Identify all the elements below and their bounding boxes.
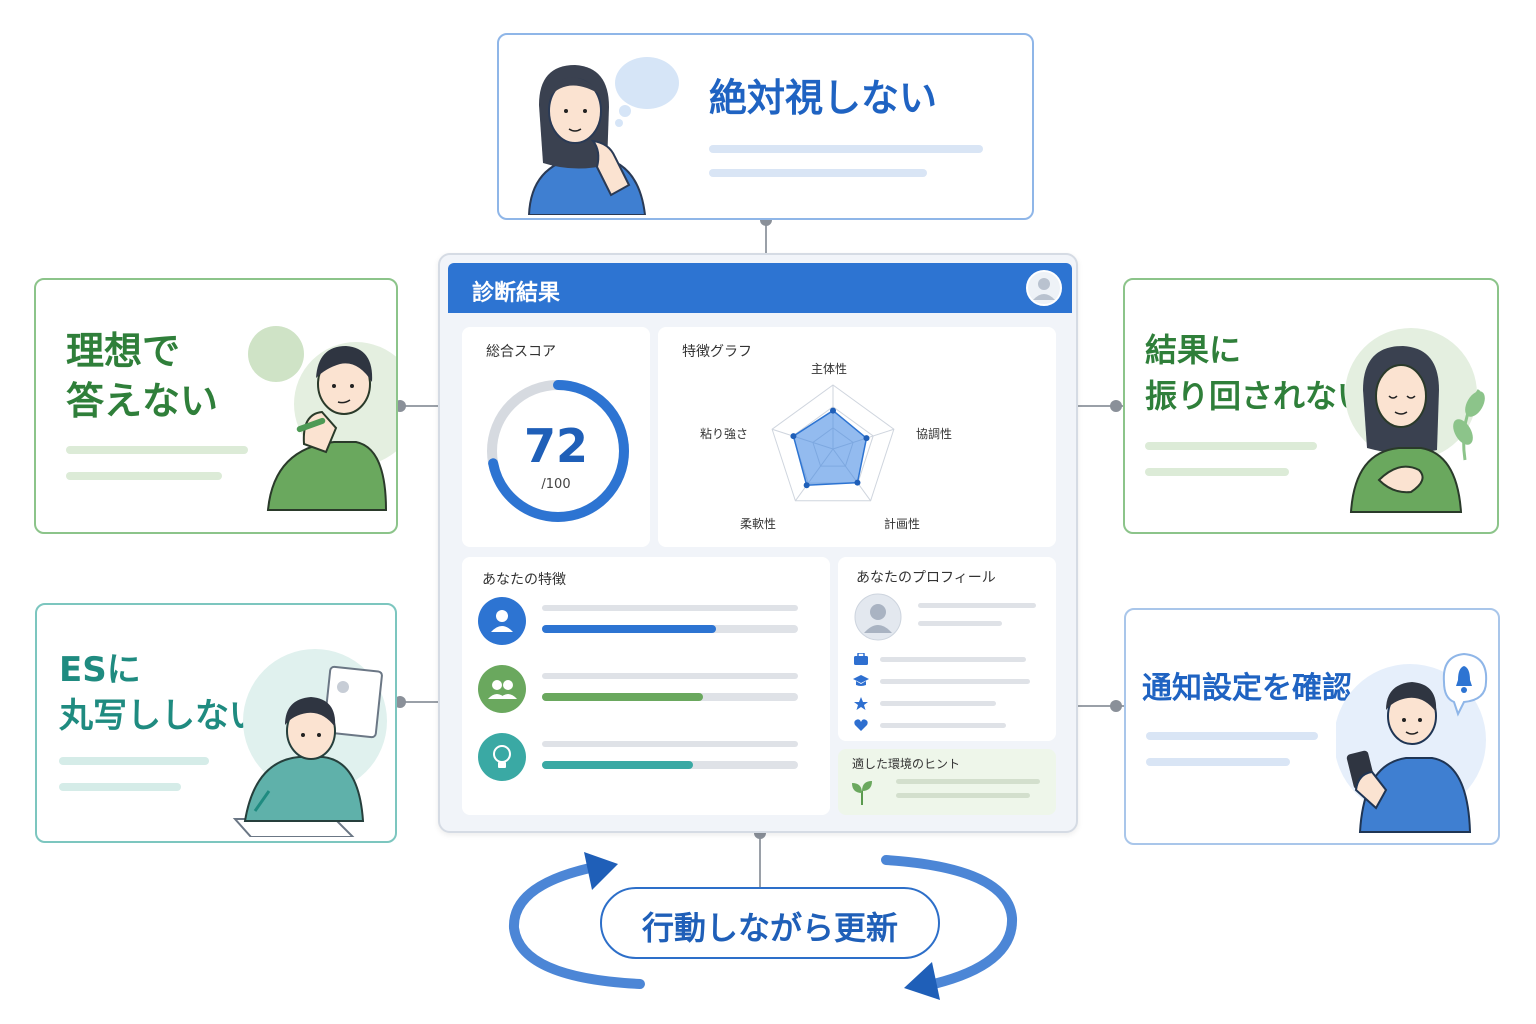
radar-value-area — [792, 409, 868, 487]
text-placeholder-line — [1145, 442, 1317, 450]
text-placeholder-line — [709, 145, 983, 153]
radar-point — [854, 479, 861, 486]
user-avatar-icon[interactable] — [1026, 270, 1062, 306]
card-title: 絶対視しない — [709, 76, 938, 120]
trait-bar-fill — [542, 693, 704, 701]
trait-bar-fill — [542, 625, 717, 633]
person-icon — [478, 597, 526, 645]
text-placeholder-line — [880, 679, 1030, 684]
radar-label-cooperation: 協調性 — [916, 427, 953, 441]
card-dont-answer-ideally: 理想で 答えない — [34, 278, 398, 534]
trait-row — [462, 665, 830, 717]
text-placeholder-line — [880, 657, 1026, 662]
text-placeholder-line — [896, 779, 1040, 784]
text-placeholder-line — [542, 741, 798, 747]
radar-label-persistence: 粘り強さ — [700, 427, 749, 441]
panel-title: あなたのプロフィール — [856, 570, 996, 586]
text-placeholder-line — [542, 673, 798, 679]
graduation-cap-icon — [853, 675, 869, 686]
heart-icon — [854, 719, 868, 731]
radar-label-flexibility: 柔軟性 — [740, 517, 777, 531]
radar-label-proactivity: 主体性 — [811, 362, 848, 376]
text-placeholder-line — [1146, 758, 1290, 766]
trait-bar-track — [542, 625, 798, 633]
radar-point — [790, 433, 797, 440]
your-profile-panel: あなたのプロフィール — [838, 557, 1056, 741]
card-title-line-1: ESに — [59, 650, 141, 690]
text-placeholder-line — [918, 603, 1036, 608]
writing-man-illustration — [232, 649, 387, 837]
update-while-acting-pill: 行動しながら更新 — [600, 887, 940, 959]
text-placeholder-line — [66, 446, 248, 454]
card-title-line-1: 結果に — [1145, 331, 1242, 369]
panel-title: あなたの特徴 — [482, 572, 566, 588]
card-title-line-2: 答えない — [66, 379, 219, 423]
lightbulb-icon — [478, 733, 526, 781]
card-title-line-1: 理想で — [66, 329, 181, 373]
text-placeholder-line — [709, 169, 927, 177]
panel-title: 適した環境のヒント — [852, 757, 961, 771]
radar-grid-ring — [771, 384, 895, 502]
trait-bar-track — [542, 761, 798, 769]
cycle-label: 行動しながら更新 — [641, 909, 898, 947]
trait-graph-panel: 特徴グラフ 主体性 協調性 計画性 柔軟性 粘り強さ — [658, 327, 1056, 547]
text-placeholder-line — [66, 472, 222, 480]
score-max: /100 — [541, 477, 571, 492]
radar-point — [803, 482, 810, 489]
dashboard-header: 診断結果 — [448, 263, 1072, 313]
thinking-man-illustration — [248, 326, 396, 511]
card-title-line-2: 振り回されない — [1145, 377, 1370, 415]
text-placeholder-line — [1145, 468, 1289, 476]
group-icon — [478, 665, 526, 713]
card-dont-absolutize: 絶対視しない — [497, 33, 1034, 220]
card-title-line-2: 丸写ししない — [59, 696, 263, 736]
trait-row — [462, 733, 830, 785]
sprout-icon — [852, 781, 872, 805]
text-placeholder-line — [542, 605, 798, 611]
dashboard-title: 診断結果 — [472, 281, 561, 306]
trait-bar-fill — [542, 761, 694, 769]
diagnosis-dashboard: 診断結果 総合スコア 72 /100 特徴グラフ 主体性 協調性 計画性 柔軟性 — [438, 253, 1078, 833]
trait-row — [462, 597, 830, 649]
radar-point — [863, 435, 870, 442]
total-score-panel: 総合スコア 72 /100 — [462, 327, 650, 547]
trait-bar-track — [542, 693, 798, 701]
card-check-notification-settings: 通知設定を確認 — [1124, 608, 1500, 845]
card-dont-copy-to-es: ESに 丸写ししない — [35, 603, 397, 843]
score-donut — [487, 380, 629, 522]
radar-chart — [771, 384, 895, 502]
thinking-woman-illustration — [527, 57, 679, 215]
text-placeholder-line — [896, 793, 1030, 798]
radar-label-planning: 計画性 — [884, 517, 921, 531]
star-icon — [854, 697, 868, 710]
briefcase-icon — [854, 653, 868, 665]
your-traits-panel: あなたの特徴 — [462, 557, 830, 815]
calm-woman-illustration — [1345, 328, 1485, 513]
text-placeholder-line — [59, 783, 181, 791]
panel-title: 総合スコア — [486, 344, 556, 360]
text-placeholder-line — [1146, 732, 1318, 740]
text-placeholder-line — [59, 757, 209, 765]
text-placeholder-line — [918, 621, 1002, 626]
text-placeholder-line — [880, 701, 996, 706]
score-progress-arc — [487, 380, 629, 522]
panel-title: 特徴グラフ — [682, 344, 752, 360]
man-with-phone-illustration — [1336, 652, 1488, 833]
score-value: 72 — [523, 419, 588, 473]
text-placeholder-line — [880, 723, 1006, 728]
card-dont-be-swayed: 結果に 振り回されない — [1123, 278, 1499, 534]
radar-point — [830, 407, 836, 414]
card-title: 通知設定を確認 — [1142, 671, 1352, 706]
environment-hint-panel: 適した環境のヒント — [838, 749, 1056, 815]
profile-avatar-icon — [854, 593, 902, 641]
